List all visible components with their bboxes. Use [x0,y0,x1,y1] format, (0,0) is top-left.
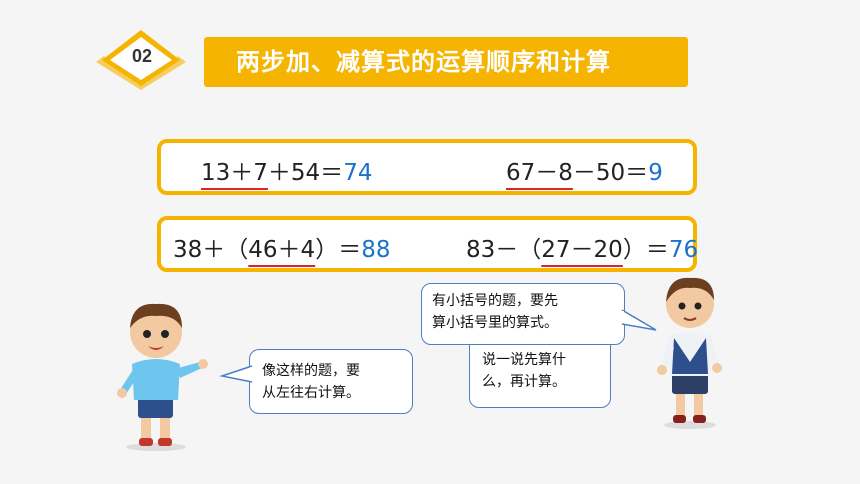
equation-3-first-step: 46＋4 [248,237,316,263]
equation-3-answer: 88 [361,237,391,263]
question-bubble-line-2: 么，再计算。 [482,374,566,390]
right-boy-bubble-line-2: 算小括号里的算式。 [432,315,558,331]
equation-4-rest: ）＝ [622,237,669,263]
equation-3: 38＋（46＋4）＝88 [173,230,390,264]
equation-3-rest: ）＝ [315,237,362,263]
right-boy-bubble-line-1: 有小括号的题，要先 [432,293,558,309]
equation-2-answer: 9 [648,160,663,186]
equation-row-1: 13＋7＋54＝74 67－8－50＝9 [157,139,697,195]
equation-1: 13＋7＋54＝74 [201,153,372,187]
section-badge-icon [96,30,186,90]
question-bubble-line-1: 说一说先算什 [482,352,566,368]
equation-4-pre: 83－（ [466,237,542,263]
equation-row-2: 38＋（46＋4）＝88 83－（27－20）＝76 [157,216,698,272]
equation-3-pre: 38＋（ [173,237,249,263]
left-boy-bubble-line-2: 从左往右计算。 [262,385,360,401]
equation-4-first-step: 27－20 [541,237,623,263]
bubble-tail [219,365,254,383]
equation-2: 67－8－50＝9 [506,153,663,187]
section-number: 02 [131,46,153,66]
bubble-tail [619,309,657,331]
left-boy-illustration [117,303,208,451]
equation-2-rest: －50＝ [572,160,649,186]
right-boy-illustration [657,277,722,429]
section-title: 两步加、减算式的运算顺序和计算 [204,37,688,87]
equation-1-first-step: 13＋7 [201,160,268,186]
left-boy-speech-bubble: 像这样的题，要 从左往右计算。 [219,349,413,414]
equation-1-rest: ＋54＝ [267,160,344,186]
equation-1-answer: 74 [343,160,373,186]
equation-2-first-step: 67－8 [506,160,573,186]
left-boy-bubble-line-1: 像这样的题，要 [262,363,360,379]
equation-4: 83－（27－20）＝76 [466,230,698,264]
right-boy-speech-bubble: 有小括号的题，要先 算小括号里的算式。 [421,283,657,345]
equation-4-answer: 76 [668,237,699,263]
